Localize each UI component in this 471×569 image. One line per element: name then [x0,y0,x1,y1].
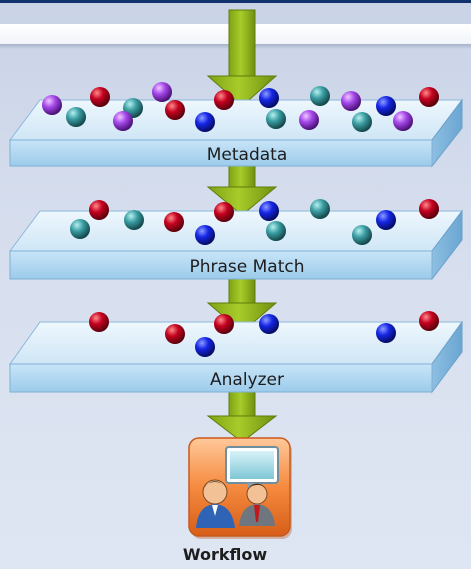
flow-arrow-1 [206,9,278,107]
stage-label-metadata: Metadata [207,145,288,165]
sphere-blue [376,96,396,116]
sphere-purple [113,111,133,131]
flow-arrow-4 [206,391,278,443]
stage-plate-phrase-match: Phrase Match [9,209,463,281]
users-monitor-icon [188,437,292,539]
top-border [0,0,471,3]
sphere-purple [152,82,172,102]
sphere-teal [266,109,286,129]
sphere-red [214,314,234,334]
plate-2-spheres [70,199,439,245]
sphere-blue [195,112,215,132]
workflow-label: Workflow [182,545,268,564]
sphere-red [419,199,439,219]
plate-front [9,363,433,393]
stage-plate-analyzer: Analyzer [9,320,463,394]
sphere-red [165,324,185,344]
sphere-purple [299,110,319,130]
sphere-red [419,87,439,107]
sphere-purple [341,91,361,111]
sphere-blue [259,201,279,221]
sphere-red [90,87,110,107]
sphere-red [164,212,184,232]
sphere-teal [310,86,330,106]
sphere-teal [124,210,144,230]
sphere-teal [352,112,372,132]
sphere-purple [393,111,413,131]
sphere-blue [195,337,215,357]
sphere-blue [376,210,396,230]
sphere-red [89,200,109,220]
sphere-red [419,311,439,331]
sphere-blue [376,323,396,343]
stage-label-analyzer: Analyzer [210,370,284,390]
sphere-teal [266,221,286,241]
sphere-blue [259,314,279,334]
plate-front [9,139,433,167]
sphere-red [89,312,109,332]
sphere-red [214,90,234,110]
sphere-teal [352,225,372,245]
plate-1-spheres [42,82,439,132]
sphere-purple [42,95,62,115]
sphere-red [165,100,185,120]
sphere-blue [195,225,215,245]
sphere-teal [70,219,90,239]
sphere-blue [259,88,279,108]
sphere-red [214,202,234,222]
stage-label-phrase-match: Phrase Match [189,257,304,277]
plate-front [9,250,433,280]
plate-3-spheres [89,311,439,357]
sphere-teal [310,199,330,219]
sphere-teal [66,107,86,127]
